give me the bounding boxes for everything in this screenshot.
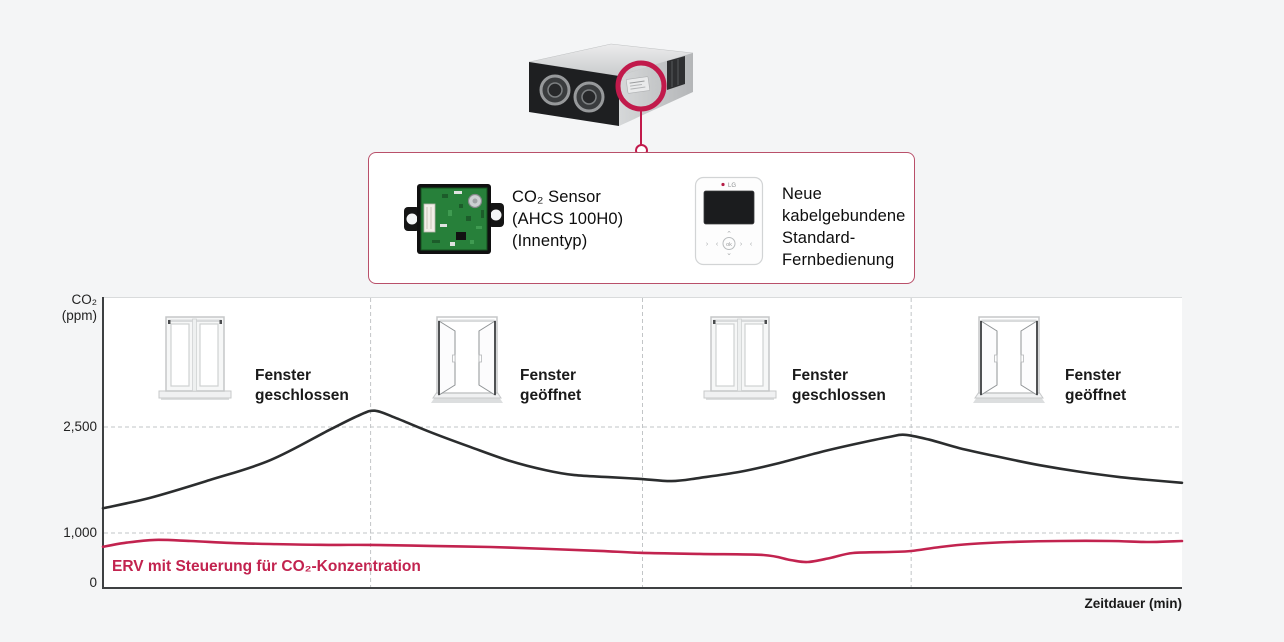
remote-label-line3: Standard- [782, 229, 856, 247]
y-tick-2500: 2,500 [63, 419, 97, 434]
red-series-label: ERV mit Steuerung für CO₂-Konzentration [112, 558, 421, 575]
svg-text:›: › [740, 241, 743, 248]
remote-screen [703, 190, 755, 225]
x-axis-title: Zeitdauer (min) [1084, 596, 1182, 611]
callout-connector-line [639, 110, 643, 146]
co2-sensor-label-line3: (Innentyp) [512, 232, 588, 250]
y-tick-1000: 1,000 [63, 525, 97, 540]
section-label-3: Fenster geschlossen [792, 367, 886, 404]
sensor-sticker [625, 76, 651, 94]
erv-unit-image [528, 43, 694, 126]
y-axis-line [102, 297, 104, 589]
remote-control-image: LG ⌃ › ‹ ok › ‹ ⌄ [694, 176, 764, 266]
remote-ok-label: ok [726, 242, 732, 248]
section-label-1: Fenster geschlossen [255, 367, 349, 404]
y-axis-title-line2: (ppm) [61, 308, 97, 323]
svg-text:‹: ‹ [750, 241, 753, 248]
remote-brand-logo: LG [728, 183, 736, 189]
co2-sensor-pcb-image [404, 184, 504, 254]
remote-label: Neue kabelgebundene Standard- Fernbedien… [782, 183, 905, 271]
co2-sensor-label-line1: CO₂ Sensor [512, 188, 602, 206]
window-open-icon [966, 313, 1052, 405]
window-closed-icon [155, 313, 235, 405]
x-axis-line [102, 587, 1182, 589]
remote-label-line1: Neue [782, 185, 822, 203]
window-closed-icon [700, 313, 780, 405]
unit-side-vent [667, 56, 685, 90]
remote-ok-button [722, 237, 736, 250]
section-label-2: Fenster geöffnet [520, 367, 582, 404]
section-label-4: Fenster geöffnet [1065, 367, 1127, 404]
svg-text:›: › [706, 241, 709, 248]
remote-label-line4: Fernbedienung [782, 251, 895, 269]
remote-label-line2: kabelgebundene [782, 207, 906, 225]
window-open-icon [424, 313, 510, 405]
sensor-highlight-ring [615, 60, 667, 112]
co2-sensor-label-line2: (AHCS 100H0) [512, 210, 624, 228]
svg-text:⌄: ⌄ [726, 250, 732, 257]
y-axis-title: CO₂ (ppm) [20, 292, 97, 324]
y-tick-0: 0 [89, 575, 97, 590]
co2-sensor-label: CO₂ Sensor (AHCS 100H0) (Innentyp) [512, 186, 623, 252]
y-axis-title-line1: CO₂ [71, 292, 98, 307]
svg-text:⌃: ⌃ [726, 231, 732, 238]
svg-text:‹: ‹ [716, 241, 719, 248]
